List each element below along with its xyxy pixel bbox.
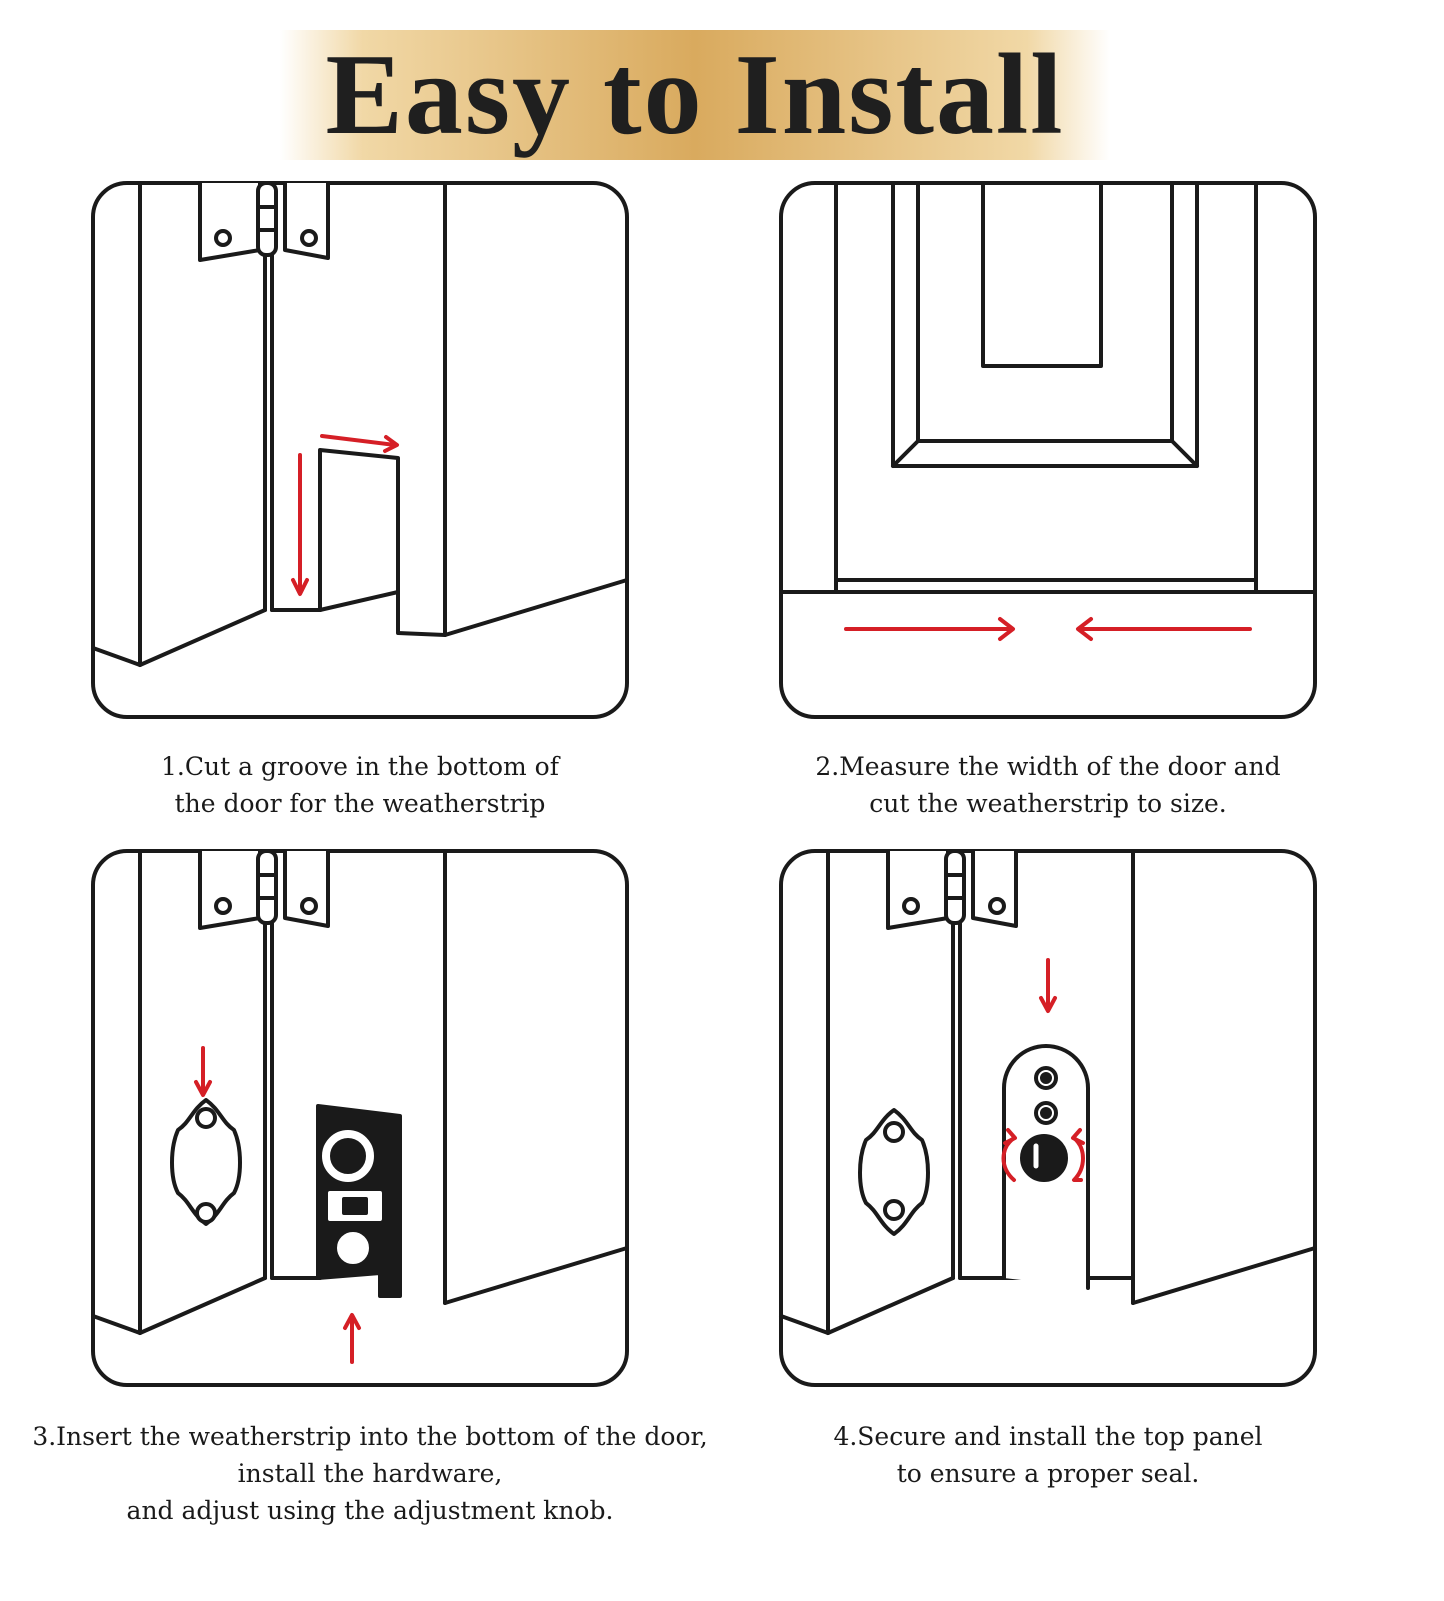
caption-line: and adjust using the adjustment knob. [126,1496,614,1525]
step-3-caption: 3.Insert the weatherstrip into the botto… [20,1418,720,1529]
caption-line: to ensure a proper seal. [896,1459,1200,1488]
title-banner [280,30,1110,160]
step-3-illustration [90,848,630,1388]
cut-arrow-icon [291,434,399,596]
caption-line: cut the weatherstrip to size. [869,789,1227,818]
caption-line: 3.Insert the weatherstrip into the botto… [32,1422,708,1451]
caption-line: 4.Secure and install the top panel [833,1422,1263,1451]
adjust-knob-arrows-icon [1001,958,1085,1182]
caption-line: the door for the weatherstrip [174,789,546,818]
caption-line: install the hardware, [237,1459,503,1488]
page-title: Easy to Install [325,31,1065,159]
step-2-illustration [778,180,1318,720]
step-4-illustration [778,848,1318,1388]
caption-line: 2.Measure the width of the door and [815,752,1281,781]
top-panel-plate-icon [1002,1044,1090,1290]
insert-arrow-icon [194,1046,361,1364]
step-4-caption: 4.Secure and install the top panel to en… [748,1418,1348,1492]
step-1-caption: 1.Cut a groove in the bottom of the door… [60,748,660,822]
step-1-illustration [90,180,630,720]
caption-line: 1.Cut a groove in the bottom of [161,752,559,781]
step-2-caption: 2.Measure the width of the door and cut … [748,748,1348,822]
measure-arrows-icon [844,617,1252,641]
hardware-bracket-icon [316,1104,402,1298]
